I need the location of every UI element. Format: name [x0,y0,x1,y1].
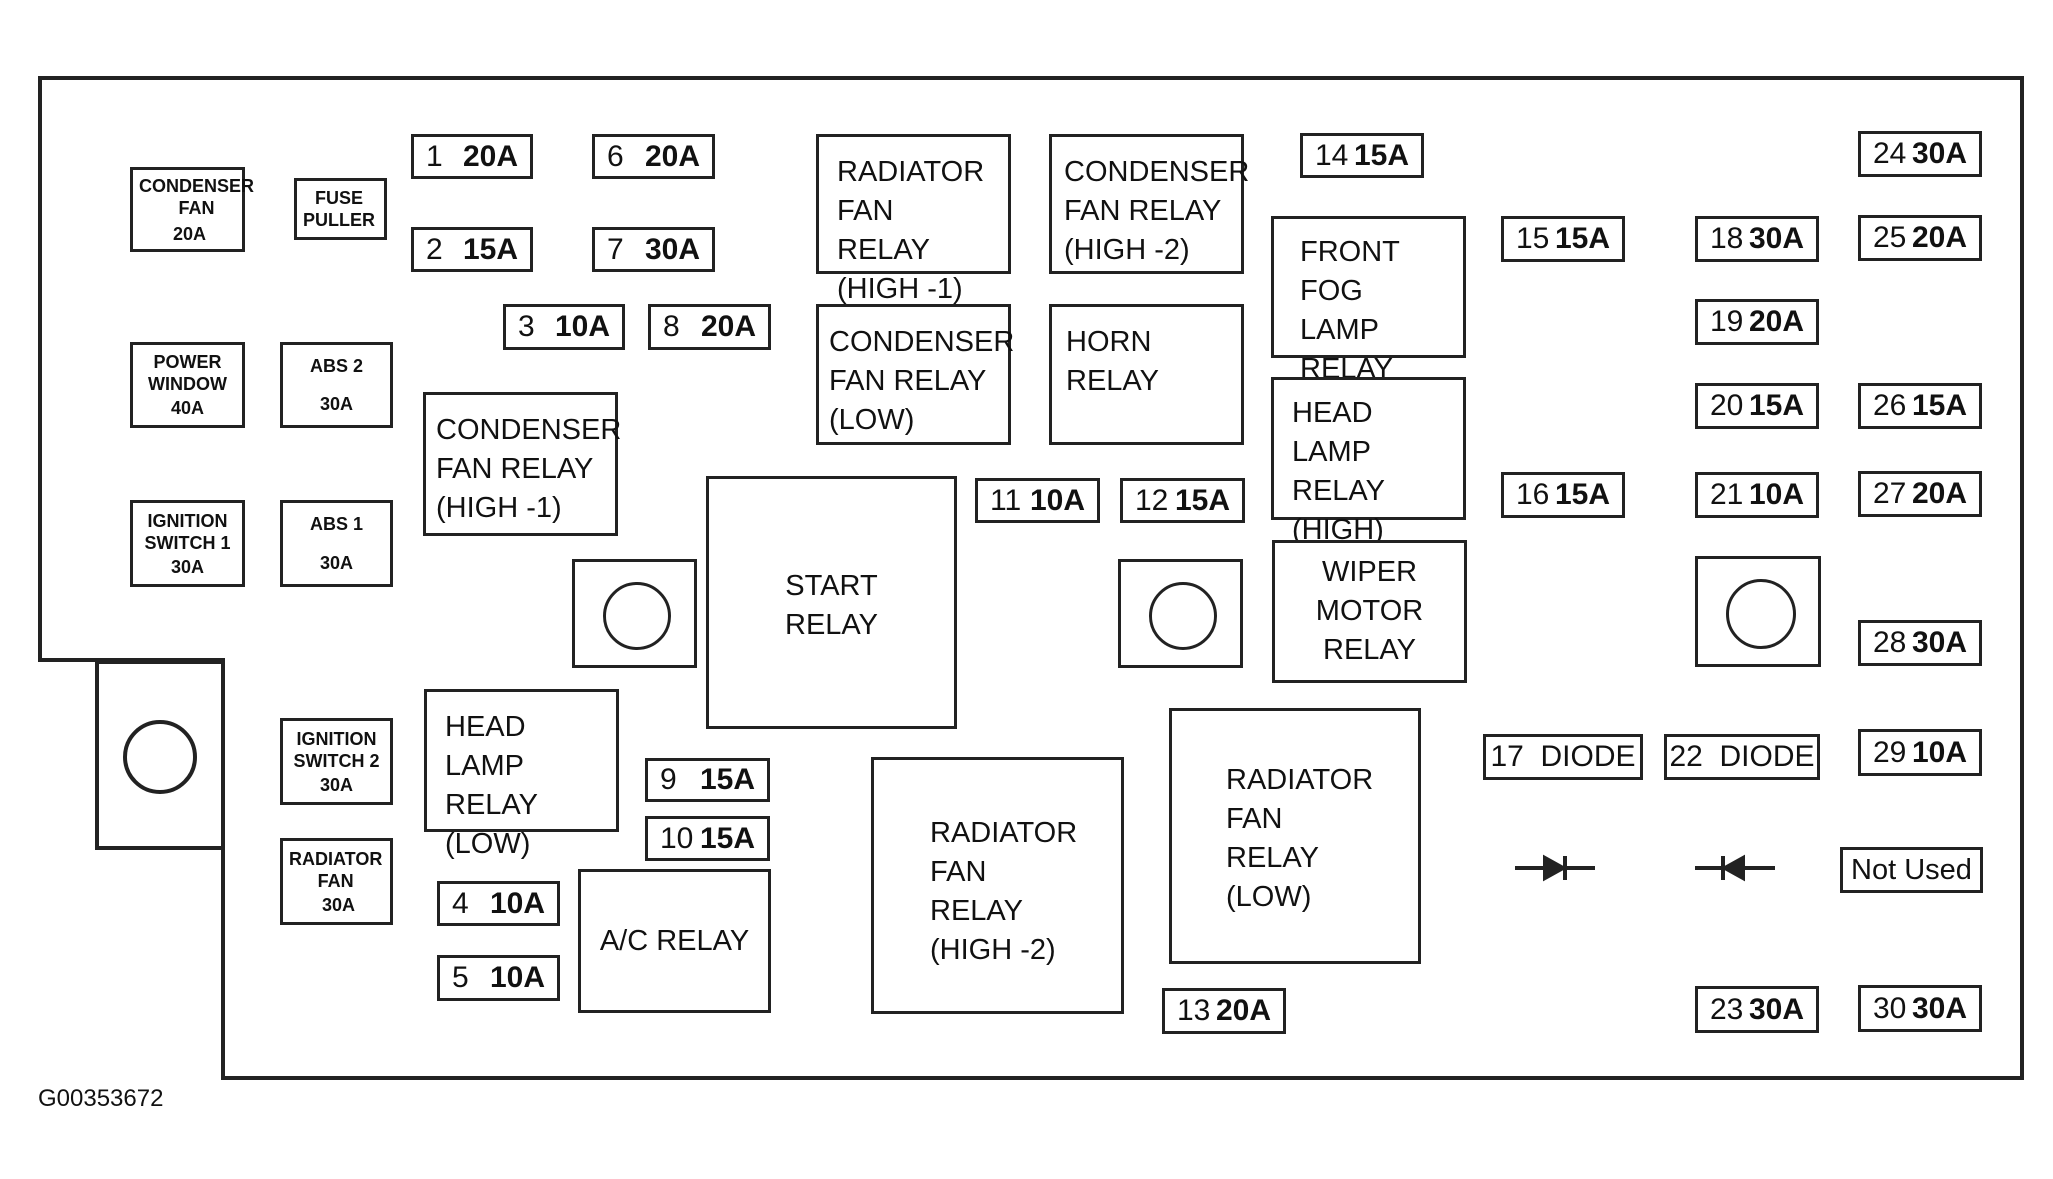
radiator-fan-fuse: RADIATOR FAN 30A [280,838,393,925]
condenser-fan-fuse: CONDENSER FAN 20A [130,167,254,252]
bolt-hole-icon [603,582,671,650]
mounting-hole-icon [123,720,197,794]
diode-17: 17 DIODE [1483,734,1643,780]
diode-symbol-icon [1515,854,1595,882]
mounting-stud [1695,556,1821,667]
not-used-slot: Not Used [1840,847,1983,893]
bolt-hole-icon [1726,579,1796,649]
document-code: G00353672 [38,1085,164,1112]
diode-22: 22 DIODE [1664,734,1820,780]
power-window-fuse: POWER WINDOW 40A [130,342,245,428]
diode-symbol-icon [1695,854,1775,882]
fuse-puller: FUSE PULLER [294,178,387,240]
bolt-hole-icon [1149,582,1217,650]
mounting-stud [572,559,697,668]
ac-relay: A/C RELAY [578,869,771,1013]
mounting-stud [1118,559,1243,668]
ignition-switch2-fuse: IGNITION SWITCH 2 30A [280,718,393,805]
abs2-fuse: ABS 2 30A [280,342,393,428]
abs1-fuse: ABS 1 30A [280,500,393,587]
ignition-switch1-fuse: IGNITION SWITCH 1 30A [130,500,245,587]
